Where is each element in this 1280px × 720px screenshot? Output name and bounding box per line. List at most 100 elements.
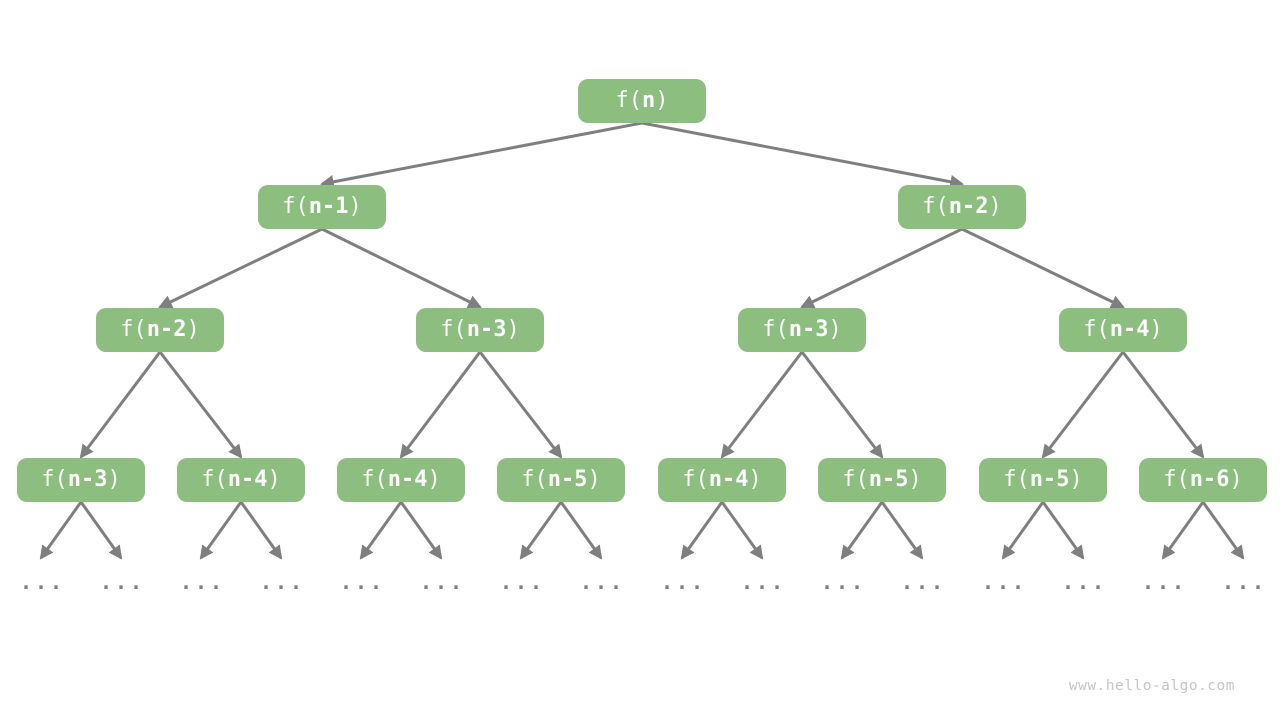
- node-text-pre: f(: [120, 317, 147, 342]
- edge-arrow: [1161, 501, 1205, 560]
- node-text-arg: n-5: [868, 467, 909, 492]
- edge-arrow: [680, 501, 724, 560]
- node-text-arg: n-4: [1109, 317, 1150, 342]
- edge-arrow: [1041, 501, 1085, 560]
- ellipsis: ...: [900, 570, 947, 594]
- node-text-arg: n-4: [227, 467, 268, 492]
- edge-arrow: [359, 501, 403, 560]
- node-text-arg: n-2: [948, 194, 989, 219]
- node-text-arg: n-1: [308, 194, 349, 219]
- edge-arrow: [1001, 501, 1045, 560]
- node-text-post: ): [186, 317, 200, 342]
- watermark: www.hello-algo.com: [1068, 678, 1235, 694]
- edge-arrow: [239, 501, 283, 560]
- edge-arrow: [158, 351, 243, 459]
- node-text-post: ): [348, 194, 362, 219]
- edge-arrow: [840, 501, 884, 560]
- edge-arrow: [319, 121, 643, 189]
- ellipsis: ...: [339, 570, 386, 594]
- tree-node: f(n-6): [1139, 458, 1267, 502]
- ellipsis: ...: [419, 570, 466, 594]
- edge-arrow: [720, 501, 764, 560]
- edge-arrow: [79, 501, 123, 560]
- node-text-arg: n-5: [547, 467, 588, 492]
- ellipsis: ...: [99, 570, 146, 594]
- tree-node: f(n-3): [416, 308, 544, 352]
- node-text-arg: n-3: [67, 467, 108, 492]
- ellipsis: ...: [259, 570, 306, 594]
- tree-node: f(n-5): [979, 458, 1107, 502]
- node-text-post: ): [1229, 467, 1243, 492]
- node-text-post: ): [908, 467, 922, 492]
- ellipsis: ...: [579, 570, 626, 594]
- node-text-pre: f(: [1083, 317, 1110, 342]
- ellipsis: ...: [820, 570, 867, 594]
- node-text-pre: f(: [1163, 467, 1190, 492]
- edge-arrow: [399, 351, 482, 459]
- tree-node: f(n-5): [497, 458, 625, 502]
- edge-arrow: [641, 121, 965, 189]
- edge-arrow: [519, 501, 563, 560]
- tree-node: f(n-5): [818, 458, 946, 502]
- ellipsis: ...: [1061, 570, 1108, 594]
- tree-node: f(n-2): [96, 308, 224, 352]
- node-text-pre: f(: [762, 317, 789, 342]
- node-text-post: ): [1149, 317, 1163, 342]
- node-text-pre: f(: [41, 467, 68, 492]
- edge-arrow: [39, 501, 83, 560]
- node-text-post: ): [828, 317, 842, 342]
- tree-node: f(n-3): [17, 458, 145, 502]
- edge-arrow: [399, 501, 443, 560]
- node-text-arg: n: [642, 88, 656, 113]
- node-text-post: ): [988, 194, 1002, 219]
- ellipsis: ...: [1221, 570, 1268, 594]
- edge-arrow: [79, 351, 162, 459]
- edge-arrow: [800, 227, 963, 309]
- edge-arrow: [1121, 351, 1205, 459]
- edge-arrow: [158, 227, 323, 309]
- node-text-post: ): [655, 88, 669, 113]
- ellipsis: ...: [499, 570, 546, 594]
- ellipsis: ...: [179, 570, 226, 594]
- tree-node: f(n-1): [258, 185, 386, 229]
- edge-arrow: [478, 351, 563, 459]
- ellipsis: ...: [19, 570, 66, 594]
- node-text-pre: f(: [282, 194, 309, 219]
- edge-arrow: [321, 227, 482, 309]
- tree-node: f(n-2): [898, 185, 1026, 229]
- node-text-pre: f(: [922, 194, 949, 219]
- node-text-arg: n-4: [708, 467, 749, 492]
- node-text-pre: f(: [521, 467, 548, 492]
- tree-node: f(n-4): [337, 458, 465, 502]
- edge-arrow: [880, 501, 924, 560]
- tree-node: f(n-4): [658, 458, 786, 502]
- node-text-pre: f(: [1003, 467, 1030, 492]
- node-text-arg: n-5: [1029, 467, 1070, 492]
- edge-arrow: [800, 351, 884, 459]
- edge-arrow: [1041, 351, 1125, 459]
- node-text-arg: n-3: [788, 317, 829, 342]
- node-text-pre: f(: [201, 467, 228, 492]
- node-text-arg: n-2: [146, 317, 187, 342]
- edge-arrow: [199, 501, 243, 560]
- edge-arrow: [720, 351, 804, 459]
- ellipsis: ...: [660, 570, 707, 594]
- node-text-post: ): [107, 467, 121, 492]
- node-text-arg: n-6: [1189, 467, 1230, 492]
- node-text-arg: n-3: [466, 317, 507, 342]
- ellipsis: ...: [1141, 570, 1188, 594]
- node-text-pre: f(: [842, 467, 869, 492]
- node-text-arg: n-4: [387, 467, 428, 492]
- tree-node: f(n-3): [738, 308, 866, 352]
- edge-arrow: [1201, 501, 1245, 560]
- tree-node: f(n-4): [1059, 308, 1187, 352]
- node-text-post: ): [427, 467, 441, 492]
- node-text-pre: f(: [361, 467, 388, 492]
- node-text-post: ): [506, 317, 520, 342]
- tree-node: f(n-4): [177, 458, 305, 502]
- ellipsis: ...: [740, 570, 787, 594]
- edge-arrow: [961, 227, 1125, 309]
- node-text-post: ): [267, 467, 281, 492]
